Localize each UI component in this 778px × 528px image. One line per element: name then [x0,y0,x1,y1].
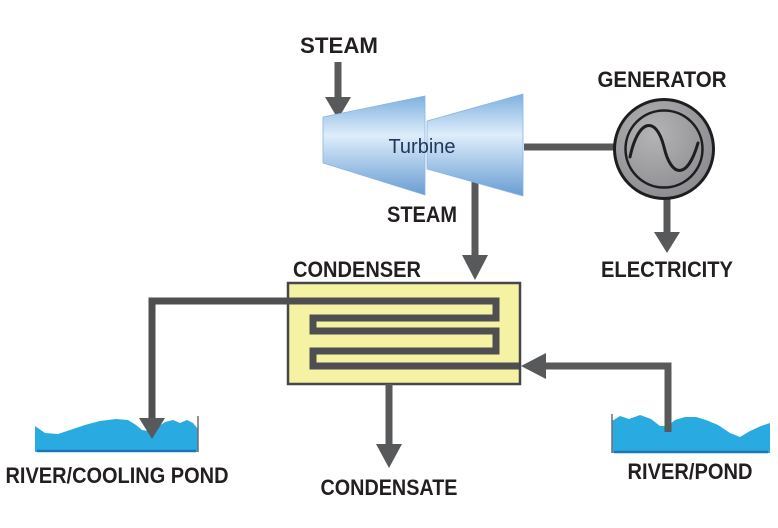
condenser-coil [148,297,519,419]
condensate-arrowhead [376,444,402,468]
label-condensate: CONDENSATE [321,475,458,500]
condenser-inlet-arrowhead [521,353,546,379]
label-electricity: ELECTRICITY [601,257,733,282]
label-river-pond: RIVER/POND [628,459,753,484]
generator-inner-ring [624,109,704,189]
label-steam-in: STEAM [300,33,378,58]
turbine-stage-2 [426,93,524,197]
sine-wave-icon [628,124,700,172]
left-pond-water [35,419,198,452]
turbine-stage-1 [322,95,426,196]
label-river-cooling-pond: RIVER/COOLING POND [6,463,229,488]
electricity-arrowhead [654,232,680,253]
cooling-pipe-right [544,362,672,432]
label-turbine: Turbine [388,136,455,158]
steam-exhaust-arrowhead [462,255,488,280]
label-steam-out: STEAM [387,202,457,227]
label-condenser: CONDENSER [293,257,421,282]
left-pond-arrowhead [139,418,165,439]
right-pond-water [612,415,770,453]
steam-inlet-arrowhead [325,97,351,119]
label-generator: GENERATOR [598,67,727,92]
